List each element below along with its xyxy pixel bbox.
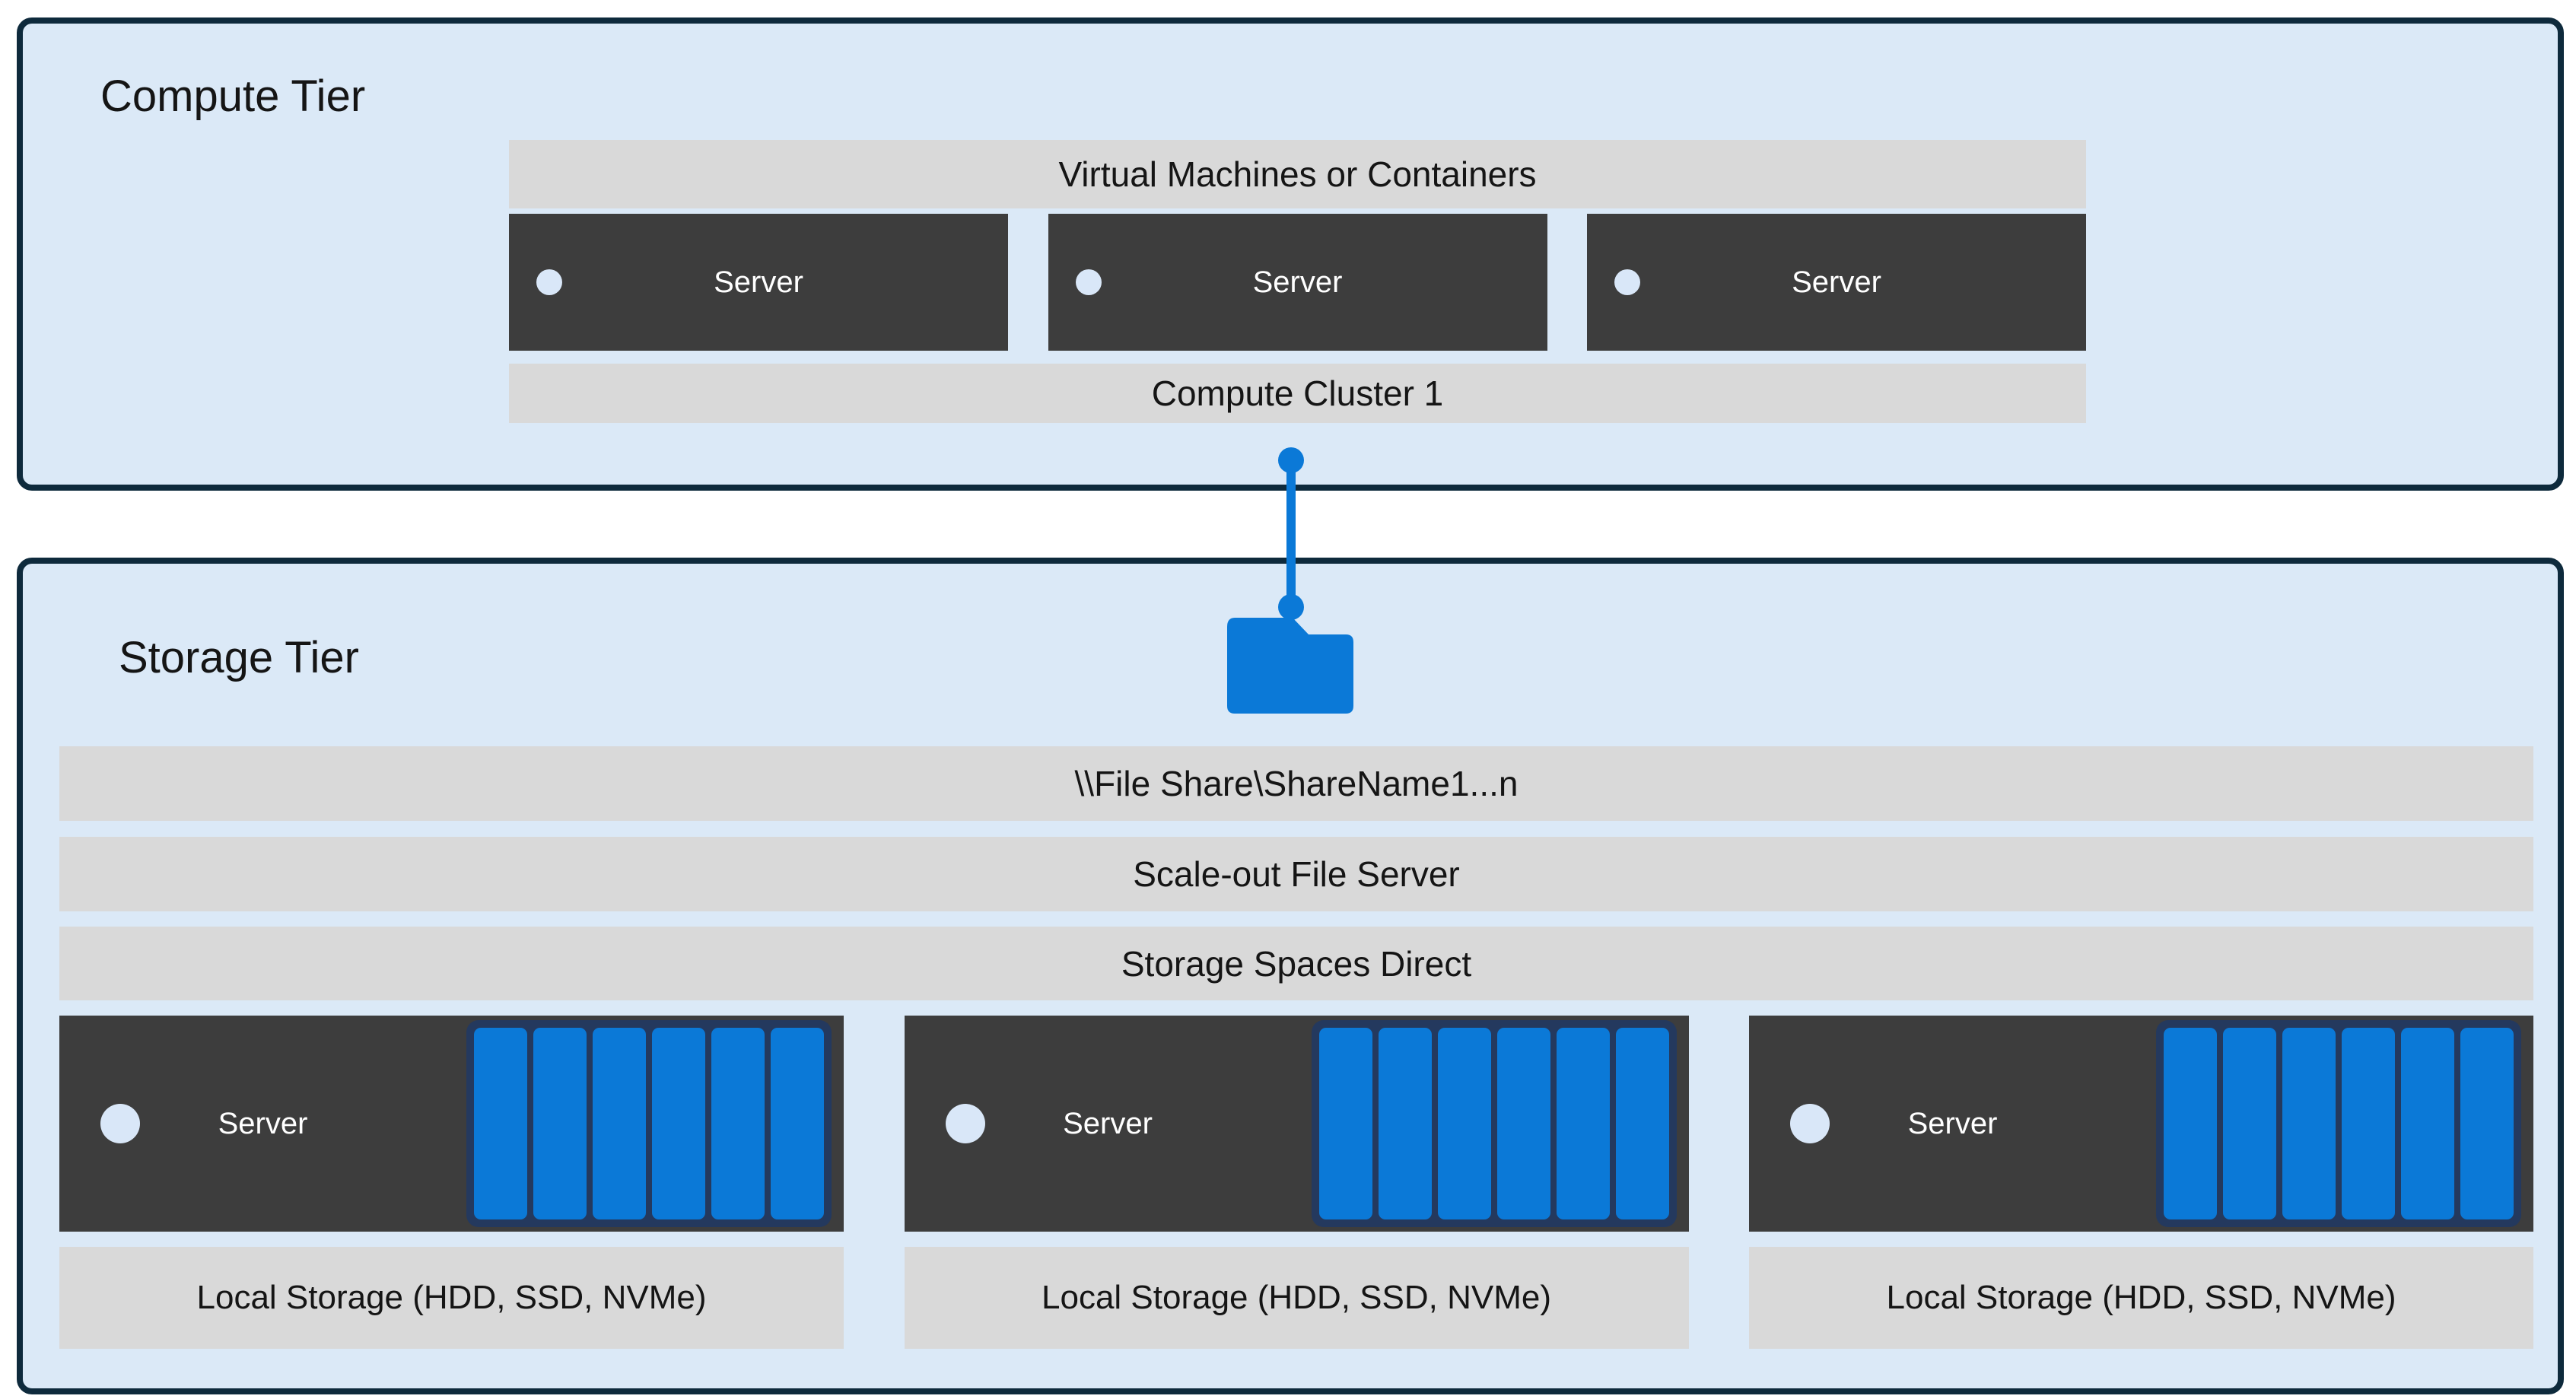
server-label: Server: [1792, 265, 1881, 299]
server-label: Server: [1907, 1106, 1998, 1140]
storage-spaces-direct-bar: Storage Spaces Direct: [59, 927, 2533, 1000]
storage-spaces-direct-bar-label: Storage Spaces Direct: [1121, 943, 1472, 984]
disk-slat: [711, 1028, 765, 1219]
disk-slat: [771, 1028, 824, 1219]
scale-out-file-server-bar: Scale-out File Server: [59, 837, 2533, 911]
compute-server-box: Server: [1587, 214, 2086, 351]
server-label: Server: [714, 265, 803, 299]
server-led-icon: [100, 1104, 140, 1143]
disk-slat: [2282, 1028, 2336, 1219]
server-label: Server: [218, 1106, 308, 1140]
disk-slat: [652, 1028, 705, 1219]
compute-tier-title: Compute Tier: [100, 72, 366, 121]
compute-cluster-bar: Compute Cluster 1: [509, 364, 2086, 423]
disk-slat: [593, 1028, 646, 1219]
server-led-icon: [1614, 269, 1640, 295]
storage-server-left: Server: [59, 1016, 466, 1232]
disk-slat: [1496, 1028, 1550, 1219]
storage-server-left: Server: [905, 1016, 1312, 1232]
local-storage-bar: Local Storage (HDD, SSD, NVMe): [1749, 1247, 2533, 1349]
server-led-icon: [945, 1104, 985, 1143]
disk-slat: [1556, 1028, 1610, 1219]
disk-slat: [2342, 1028, 2395, 1219]
local-storage-label: Local Storage (HDD, SSD, NVMe): [1042, 1279, 1551, 1316]
storage-server-left: Server: [1749, 1016, 2156, 1232]
disk-array-icon: [2156, 1020, 2521, 1227]
file-share-bar: \\File Share\ShareName1...n: [59, 746, 2533, 821]
disk-slat: [2223, 1028, 2276, 1219]
connector-dot-top: [1278, 447, 1304, 473]
disk-slat: [533, 1028, 587, 1219]
storage-tier-title: Storage Tier: [119, 633, 359, 682]
server-led-icon: [536, 269, 562, 295]
connector-dot-bottom: [1278, 594, 1304, 620]
storage-server-row: Server Server Server: [59, 1016, 2533, 1232]
disk-array-icon: [466, 1020, 832, 1227]
compute-cluster-bar-label: Compute Cluster 1: [1151, 374, 1444, 413]
storage-server-box: Server: [1749, 1016, 2533, 1232]
virtual-machines-bar: Virtual Machines or Containers: [509, 140, 2086, 208]
disk-slat: [2401, 1028, 2454, 1219]
compute-server-box: Server: [1048, 214, 1547, 351]
scale-out-file-server-bar-label: Scale-out File Server: [1133, 854, 1460, 894]
disk-slat: [1318, 1028, 1372, 1219]
server-label: Server: [1063, 1106, 1153, 1140]
local-storage-label: Local Storage (HDD, SSD, NVMe): [196, 1279, 707, 1316]
file-share-bar-label: \\File Share\ShareName1...n: [1074, 764, 1519, 803]
virtual-machines-bar-label: Virtual Machines or Containers: [1058, 154, 1537, 194]
disk-slat: [2460, 1028, 2514, 1219]
compute-to-storage-connector: [1227, 447, 1353, 714]
storage-server-box: Server: [59, 1016, 844, 1232]
compute-tier-box: Compute Tier Virtual Machines or Contain…: [17, 17, 2564, 491]
local-storage-row: Local Storage (HDD, SSD, NVMe) Local Sto…: [59, 1247, 2533, 1349]
server-label: Server: [1252, 265, 1343, 299]
local-storage-bar: Local Storage (HDD, SSD, NVMe): [59, 1247, 844, 1349]
server-led-icon: [1075, 269, 1102, 295]
local-storage-label: Local Storage (HDD, SSD, NVMe): [1886, 1279, 2396, 1316]
local-storage-bar: Local Storage (HDD, SSD, NVMe): [904, 1247, 1689, 1349]
server-led-icon: [1790, 1104, 1830, 1143]
disk-slat: [1615, 1028, 1669, 1219]
storage-server-box: Server: [904, 1016, 1689, 1232]
disk-slat: [1378, 1028, 1432, 1219]
compute-server-row: Server Server Server: [509, 214, 2086, 351]
compute-server-box: Server: [509, 214, 1008, 351]
disk-slat: [1437, 1028, 1491, 1219]
folder-icon: [1227, 618, 1353, 714]
disk-array-icon: [1311, 1020, 1677, 1227]
disk-slat: [474, 1028, 527, 1219]
disk-slat: [2164, 1028, 2217, 1219]
